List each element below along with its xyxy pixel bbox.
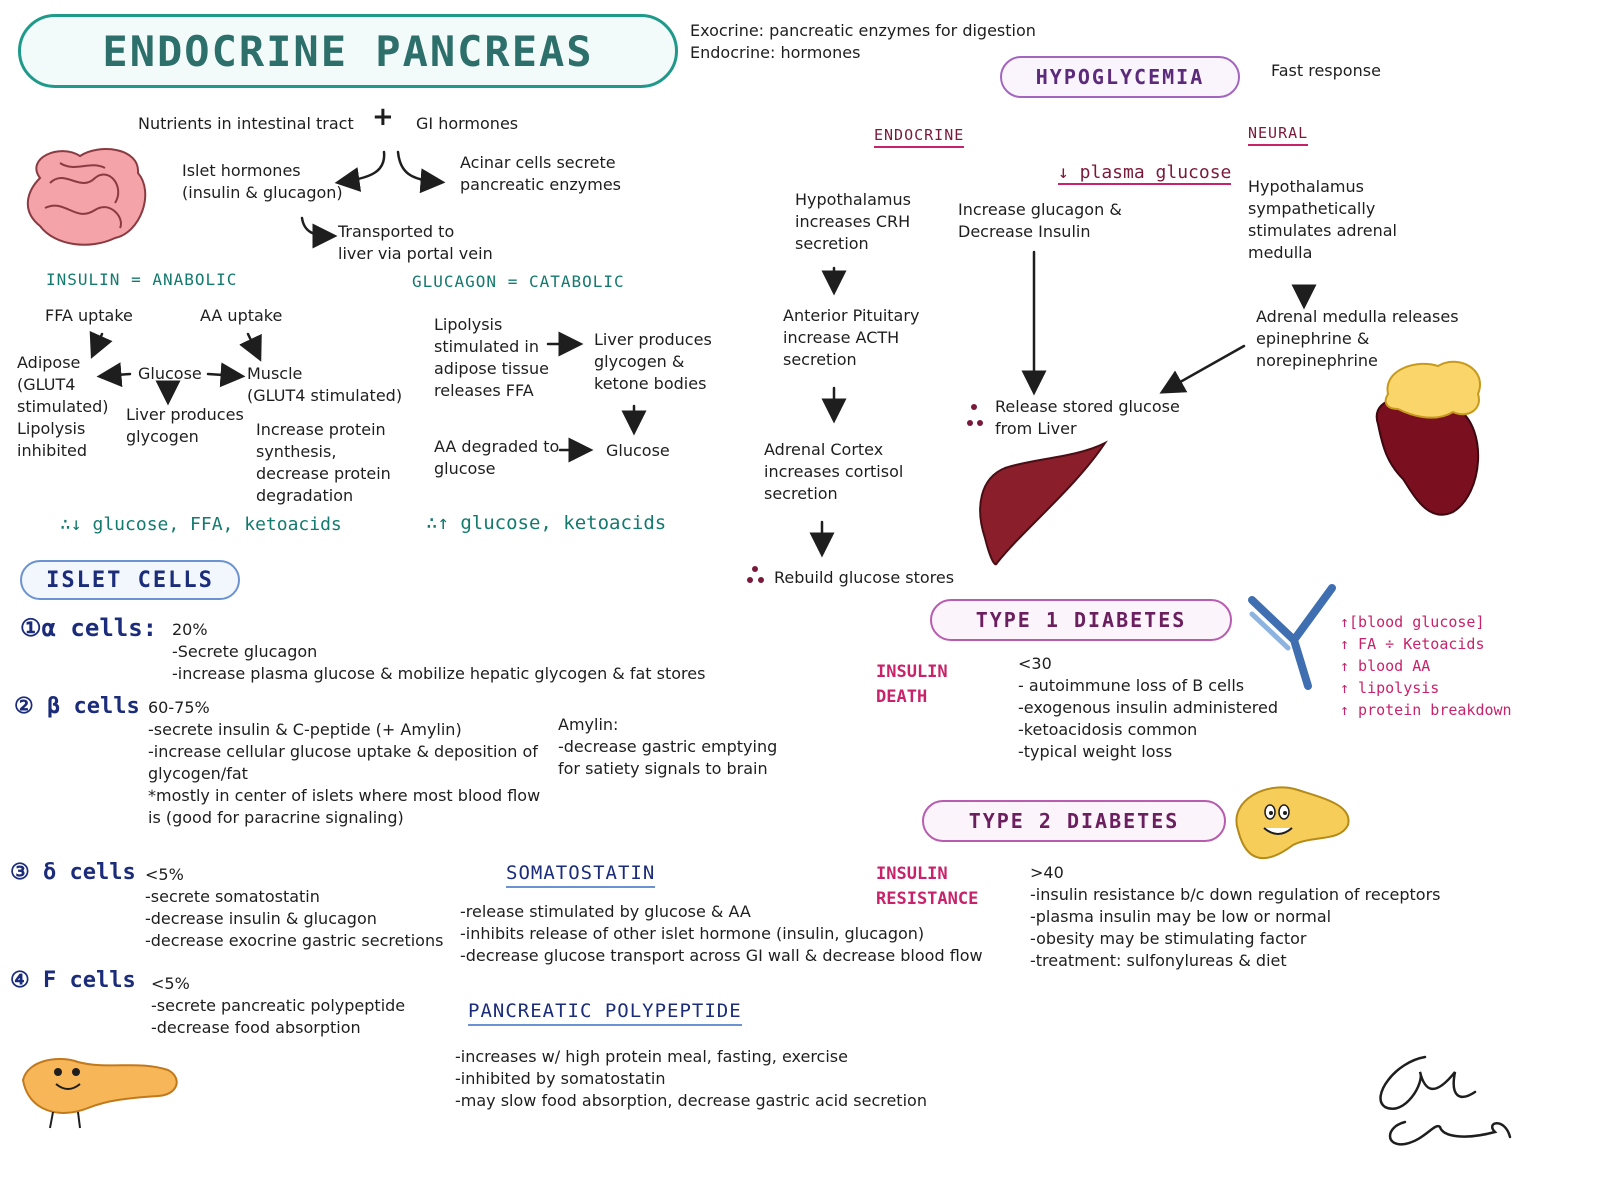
arrow-to-muscle [239,332,262,362]
nutrients-text: Nutrients in intestinal tract [138,114,354,133]
glucagon-heading: GLUCAGON = CATABOLIC [412,272,625,291]
release-glucose-text: Release stored glucose from Liver [995,397,1180,438]
glucagon-conclusion: ∴↑ glucose, ketoacids [426,512,667,534]
polypeptide-heading: PANCREATIC POLYPEPTIDE [468,1000,742,1026]
adrenal-medulla-text: Adrenal medulla releases epinephrine & n… [1256,307,1459,370]
type2-tag: INSULIN RESISTANCE [876,864,979,909]
type1-lines: <30 - autoimmune loss of B cells -exogen… [1018,654,1279,761]
amylin-text: Amylin: -decrease gastric emptying for s… [558,715,778,778]
anterior-pituitary-text: Anterior Pituitary increase ACTH secreti… [783,306,920,369]
increase-glucagon-text: Increase glucagon & Decrease Insulin [958,200,1122,241]
liver-illustration [979,440,1108,566]
protein-text: Increase protein synthesis, decrease pro… [256,420,391,505]
somatostatin-lines: -release stimulated by glucose & AA -inh… [460,902,983,965]
hypothalamus-symp-text: Hypothalamus sympathetically stimulates … [1248,177,1397,262]
adipose-text: Adipose (GLUT4 stimulated) Lipolysis inh… [17,353,109,460]
type1-heading: TYPE 1 DIABETES [975,608,1187,632]
beta-lines: -secrete insulin & C-peptide (+ Amylin) … [148,720,541,827]
muscle-text: Muscle (GLUT4 stimulated) [247,364,403,405]
delta-lines: -secrete somatostatin -decrease insulin … [145,887,444,950]
transported-text: Transported to liver via portal vein [338,222,493,263]
type1-effects: ↑[blood glucose] ↑ FA ÷ Ketoacids ↑ bloo… [1340,613,1512,719]
aa-degraded-text: AA degraded to glucose [434,437,560,478]
islet-hormones-text: Islet hormones (insulin & glucagon) [182,161,343,202]
f-cells-label: ④ F cells [10,968,136,993]
plasma-glucose-text: ↓ plasma glucose [1058,162,1232,185]
signature [1379,1055,1512,1146]
plus-sign: + [372,102,394,132]
insulin-liver-text: Liver produces glycogen [126,405,244,446]
exocrine-note: Exocrine: pancreatic enzymes for digesti… [690,21,1036,40]
hypothalamus-crh-text: Hypothalamus increases CRH secretion [795,190,911,253]
insulin-heading: INSULIN = ANABOLIC [46,270,238,289]
polypeptide-lines: -increases w/ high protein meal, fasting… [455,1047,927,1110]
delta-pct: <5% [145,865,184,884]
pancreas-smiling-illustration [1235,786,1350,860]
beta-pct: 60-75% [148,698,210,717]
adrenal-cortex-text: Adrenal Cortex increases cortisol secret… [764,440,904,503]
neural-heading: NEURAL [1248,124,1309,146]
islet-cells-banner: ISLET CELLS [20,560,240,600]
glucagon-glucose-text: Glucose [606,441,670,460]
hypoglycemia-banner: HYPOGLYCEMIA [1000,56,1240,98]
page-title: ENDOCRINE PANCREAS [102,26,594,76]
intestine-illustration [26,148,147,246]
type2-lines: >40 -insulin resistance b/c down regulat… [1030,863,1441,970]
f-pct: <5% [151,974,190,993]
insulin-glucose-text: Glucose [138,364,202,383]
type2-heading: TYPE 2 DIABETES [968,809,1180,833]
somatostatin-heading: SOMATOSTATIN [506,862,656,888]
insulin-conclusion: ∴↓ glucose, FFA, ketoacids [60,514,342,535]
arrow-to-adipose [89,330,113,359]
lipolysis-text: Lipolysis stimulated in adipose tissue r… [434,315,549,400]
islet-cells-heading: ISLET CELLS [46,567,214,593]
type1-tag: INSULIN DEATH [876,662,948,707]
arrow-glucose-muscle [206,362,246,388]
arrow-medulla-release [1159,344,1246,394]
beta-cells-label: ② β cells [14,694,140,719]
endocrine-heading: ENDOCRINE [874,126,965,148]
rebuild-text: Rebuild glucose stores [774,568,955,587]
aa-uptake-text: AA uptake [200,306,283,325]
endocrine-note: Endocrine: hormones [690,43,861,62]
alpha-pct: 20% [172,620,208,639]
gi-hormones-text: GI hormones [416,114,519,133]
f-lines: -secrete pancreatic polypeptide -decreas… [151,996,406,1037]
delta-cells-label: ③ δ cells [10,860,136,885]
title-banner: ENDOCRINE PANCREAS [18,14,678,88]
arrow-to-islet [334,150,386,192]
glucagon-liver-text: Liver produces glycogen & ketone bodies [594,330,712,393]
arrow-to-acinar [396,150,446,194]
fast-response-text: Fast response [1271,61,1381,80]
pancreas-character-illustration [21,1058,178,1129]
arrow-glucose-adipose [96,362,132,388]
antibody-icon [1248,584,1336,690]
acinar-text: Acinar cells secrete pancreatic enzymes [460,153,621,194]
arrow-to-transported [300,216,338,249]
hypoglycemia-heading: HYPOGLYCEMIA [1035,65,1205,89]
adrenal-gland-illustration [1375,360,1481,516]
alpha-lines: -Secrete glucagon -increase plasma gluco… [172,642,706,683]
type2-banner: TYPE 2 DIABETES [922,800,1226,842]
ffa-uptake-text: FFA uptake [45,306,133,325]
alpha-cells-label: ①α cells: [20,614,158,642]
type1-banner: TYPE 1 DIABETES [930,599,1232,641]
